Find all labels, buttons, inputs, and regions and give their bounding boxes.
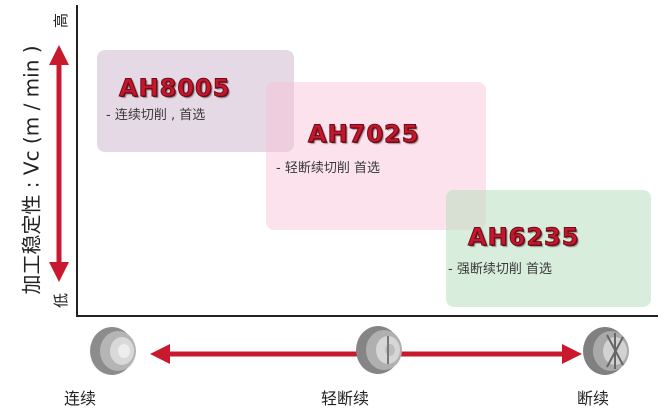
grade-desc-ah6235: - 强断续切削 首选 — [448, 262, 552, 277]
x-label-interrupted: 断续 — [576, 389, 610, 408]
grade-box-ah6235 — [446, 190, 651, 307]
x-label-continuous: 连续 — [63, 389, 97, 408]
grade-desc-ah8005: - 连续切削 , 首选 — [106, 108, 206, 123]
y-axis-low-label: 低 — [52, 292, 71, 309]
grade-desc-ah7025: - 轻断续切削 首选 — [276, 161, 380, 176]
insert-icon-light-interrupted — [356, 326, 402, 374]
insert-icon-continuous — [90, 327, 136, 375]
y-axis-high-label: 高 — [52, 12, 71, 29]
x-label-light-interrupted: 轻断续 — [320, 389, 370, 408]
grade-box-ah8005 — [97, 50, 294, 152]
y-axis-label: 加工稳定性 : Vc (m / min ) — [19, 45, 44, 295]
grade-name-ah7025: AH7025 — [307, 120, 420, 149]
grade-name-ah8005: AH8005 — [118, 74, 231, 103]
insert-icon-interrupted — [583, 327, 629, 375]
grade-name-ah6235: AH6235 — [467, 223, 580, 252]
